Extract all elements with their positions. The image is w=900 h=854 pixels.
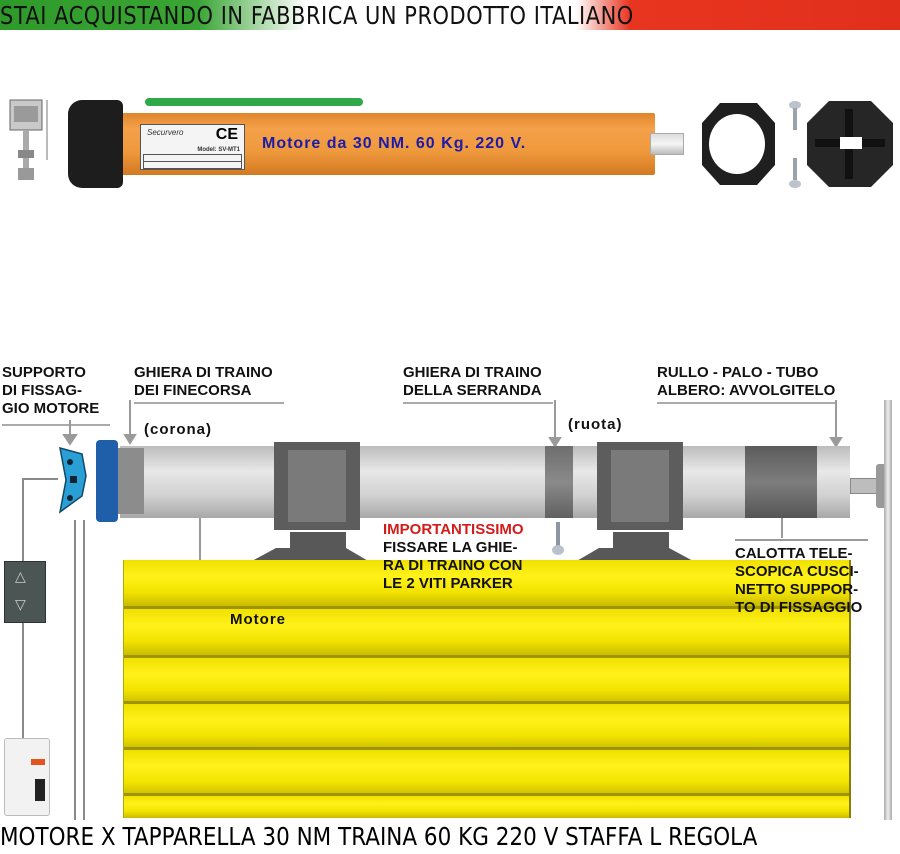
telescopic-cap xyxy=(745,446,817,518)
green-setting-rod-image xyxy=(145,98,363,106)
motor-fixing-bracket xyxy=(58,446,87,514)
important-title: IMPORTANTISSIMO xyxy=(383,521,524,538)
banner-title: STAI ACQUISTANDO IN FABBRICA UN PRODOTTO… xyxy=(0,1,634,30)
wire xyxy=(74,520,76,820)
model-text: Model: SV-MT1 xyxy=(197,147,240,153)
motor-label-plate: Securvero CE Model: SV-MT1 xyxy=(140,124,245,170)
arrow-down-icon: ▽ xyxy=(15,596,26,612)
motor-shaft-image xyxy=(650,133,684,155)
drive-wheel-image xyxy=(805,99,895,189)
label-shutter-ring: GHIERA DI TRAINO DELLA SERRANDA xyxy=(403,364,553,404)
roller-tube xyxy=(120,446,850,518)
parker-screw-icon xyxy=(552,522,564,555)
end-bracket xyxy=(876,464,886,508)
wire xyxy=(22,622,24,738)
up-down-switch: △ ▽ xyxy=(4,561,46,623)
ce-mark: CE xyxy=(215,126,238,143)
support-bracket-right xyxy=(575,442,695,562)
wire xyxy=(22,478,58,480)
split-pin-image xyxy=(44,100,50,160)
label-cap: CALOTTA TELE- SCOPICA CUSCI- NETTO SUPPO… xyxy=(735,545,863,616)
limit-ring-crown xyxy=(118,448,144,514)
roller-shutter xyxy=(123,560,851,818)
circuit-breaker xyxy=(4,738,50,816)
wire xyxy=(22,478,24,561)
label-roller: RULLO - PALO - TUBO ALBERO: AVVOLGITELO xyxy=(657,364,837,404)
brand-text: Securvero xyxy=(147,128,184,137)
screws-image xyxy=(788,100,802,190)
label-wheel: (ruota) xyxy=(568,416,623,433)
label-motor: Motore xyxy=(230,611,286,628)
label-limit-ring: GHIERA DI TRAINO DEI FINECORSA xyxy=(134,364,284,404)
italian-flag-banner xyxy=(0,0,900,30)
arrow-up-icon: △ xyxy=(15,568,26,584)
important-note: IMPORTANTISSIMO FISSARE LA GHIE- RA DI T… xyxy=(383,521,524,592)
label-support: SUPPORTO DI FISSAG- GIO MOTORE xyxy=(2,364,110,426)
mounting-bracket-image xyxy=(8,98,44,190)
motor-head-image xyxy=(68,100,123,188)
motor-head xyxy=(96,440,118,522)
motor-specs-caption: Motore da 30 NM. 60 Kg. 220 V. xyxy=(262,135,527,152)
wall xyxy=(884,400,892,820)
shutter-drive-ring xyxy=(545,446,573,518)
footer-title: MOTORE X TAPPARELLA 30 NM TRAINA 60 KG 2… xyxy=(0,822,758,851)
wire xyxy=(83,520,85,820)
drive-ring-crown-image xyxy=(700,99,777,189)
label-crown: (corona) xyxy=(144,421,212,438)
support-bracket-left xyxy=(250,442,370,562)
